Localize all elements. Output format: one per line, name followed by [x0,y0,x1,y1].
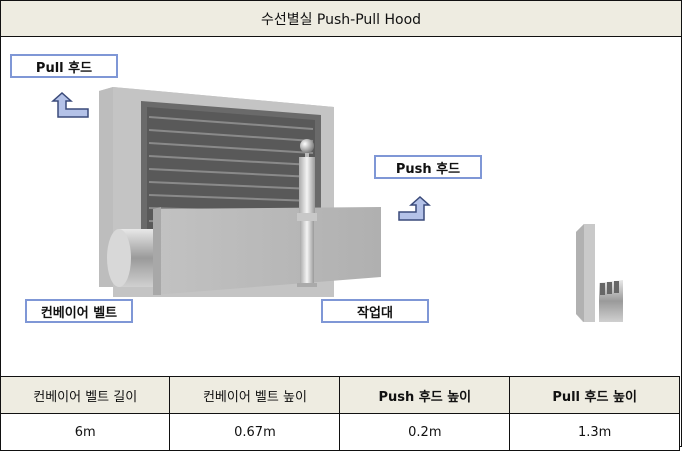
header-conveyor-length: 컨베이어 벨트 길이 [0,376,171,414]
header-conveyor-height: 컨베이어 벨트 높이 [169,376,341,414]
value-conveyor-length: 6m [0,413,171,451]
value-conveyor-height: 0.67m [169,413,341,451]
table-row: 6m 0.67m 0.2m 1.3m [0,413,680,451]
header-pull-hood-height: Pull 후드 높이 [509,376,680,414]
pull-hood-label: Pull 후드 [10,54,118,78]
pull-hood-label-text: Pull 후드 [35,60,93,76]
value-push-hood-height: 0.2m [339,413,511,451]
pull-direction-arrow-icon [51,91,89,118]
work-table-label-text: 작업대 [357,305,393,321]
work-table-shape [153,207,381,295]
push-hood-label: Push 후드 [374,155,482,179]
worker-figure [297,139,317,287]
dimensions-table: 컨베이어 벨트 길이 컨베이어 벨트 높이 Push 후드 높이 Pull 후드… [0,376,680,451]
table-header-row: 컨베이어 벨트 길이 컨베이어 벨트 높이 Push 후드 높이 Pull 후드… [0,376,680,414]
push-pull-hood-scene: Pull 후드 Push 후드 컨베이어 벨트 작업대 [1,37,681,377]
push-hood-shape [576,224,623,322]
conveyor-belt-label-text: 컨베이어 벨트 [40,305,118,321]
hood-illustration [51,87,623,322]
conveyor-belt-label: 컨베이어 벨트 [25,299,133,323]
diagram-title: 수선별실 Push-Pull Hood [1,1,681,37]
header-push-hood-height: Push 후드 높이 [339,376,511,414]
work-table-label: 작업대 [321,299,429,323]
push-direction-arrow-icon [398,195,431,221]
value-pull-hood-height: 1.3m [509,413,680,451]
title-text: 수선별실 Push-Pull Hood [260,11,422,28]
push-hood-label-text: Push 후드 [395,161,461,177]
